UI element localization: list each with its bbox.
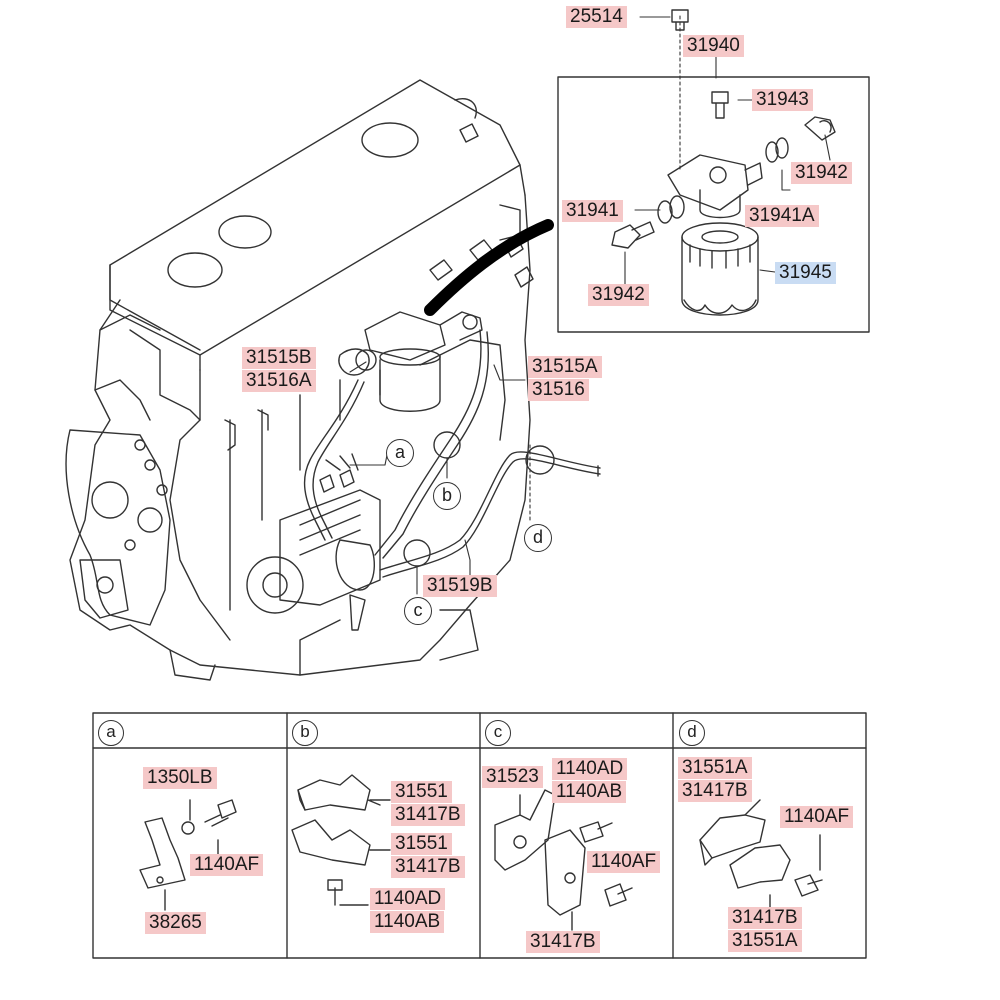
callout-b[interactable]: b <box>433 482 461 510</box>
panel-a-label-1140AF[interactable]: 1140AF <box>190 854 264 876</box>
part-label-31515A[interactable]: 31515A <box>528 356 602 378</box>
engine-block <box>65 79 534 681</box>
leader-lines <box>349 15 831 595</box>
panel-b-label-31417B-top[interactable]: 31417B <box>391 804 465 826</box>
panel-a-letter: a <box>98 720 124 746</box>
panel-c-label-1140AF[interactable]: 1140AF <box>587 851 661 873</box>
panel-a-parts <box>139 799 237 911</box>
fuel-pipes <box>303 329 601 578</box>
panel-b-label-31417B-bottom[interactable]: 31417B <box>391 856 465 878</box>
panel-c-parts <box>494 789 633 931</box>
part-label-31519B[interactable]: 31519B <box>423 575 497 597</box>
panel-c-letter: c <box>485 720 511 746</box>
panel-c-label-31523[interactable]: 31523 <box>482 766 543 788</box>
panel-d-label-31417B-bottom[interactable]: 31417B <box>728 907 802 929</box>
panel-b-label-1140AD[interactable]: 1140AD <box>370 888 446 910</box>
panel-b-label-1140AB[interactable]: 1140AB <box>370 911 445 933</box>
panel-d-letter: d <box>679 720 705 746</box>
part-label-31942-bottom[interactable]: 31942 <box>588 284 649 306</box>
part-label-31940[interactable]: 31940 <box>683 35 744 57</box>
filter-inset-parts <box>611 9 836 316</box>
part-label-31943[interactable]: 31943 <box>752 89 813 111</box>
panel-a-label-38265[interactable]: 38265 <box>145 912 206 934</box>
panel-b-label-31551-bottom[interactable]: 31551 <box>391 833 452 855</box>
part-label-31515B[interactable]: 31515B <box>242 347 316 369</box>
panel-c-label-1140AB[interactable]: 1140AB <box>552 781 627 803</box>
panel-b-letter: b <box>292 720 318 746</box>
part-label-25514[interactable]: 25514 <box>566 6 627 28</box>
filter-inset-frame <box>557 76 870 333</box>
panel-d-label-1140AF[interactable]: 1140AF <box>780 806 854 828</box>
part-label-31516A[interactable]: 31516A <box>242 370 316 392</box>
part-label-31942-top[interactable]: 31942 <box>791 162 852 184</box>
panel-b-label-31551-top[interactable]: 31551 <box>391 781 452 803</box>
panel-c-label-31417B[interactable]: 31417B <box>526 931 600 953</box>
panel-a-label-1350LB[interactable]: 1350LB <box>143 767 217 789</box>
panel-d-label-31417B-top[interactable]: 31417B <box>678 780 752 802</box>
part-label-31516[interactable]: 31516 <box>528 379 589 401</box>
panel-d-label-31551A-top[interactable]: 31551A <box>678 757 752 779</box>
part-label-31941[interactable]: 31941 <box>562 200 623 222</box>
engine-fuel-filter <box>338 311 483 412</box>
inset-leader <box>424 219 554 316</box>
part-label-31945-selected[interactable]: 31945 <box>775 262 836 284</box>
callout-a[interactable]: a <box>386 439 414 467</box>
panel-c-label-1140AD[interactable]: 1140AD <box>552 758 628 780</box>
panel-b-parts <box>291 774 391 906</box>
callout-d[interactable]: d <box>524 524 552 552</box>
panels-frame <box>92 712 867 959</box>
callout-c[interactable]: c <box>404 597 432 625</box>
injection-pump <box>246 453 381 631</box>
panel-d-label-31551A-bottom[interactable]: 31551A <box>728 930 802 952</box>
part-label-31941A[interactable]: 31941A <box>745 205 819 227</box>
